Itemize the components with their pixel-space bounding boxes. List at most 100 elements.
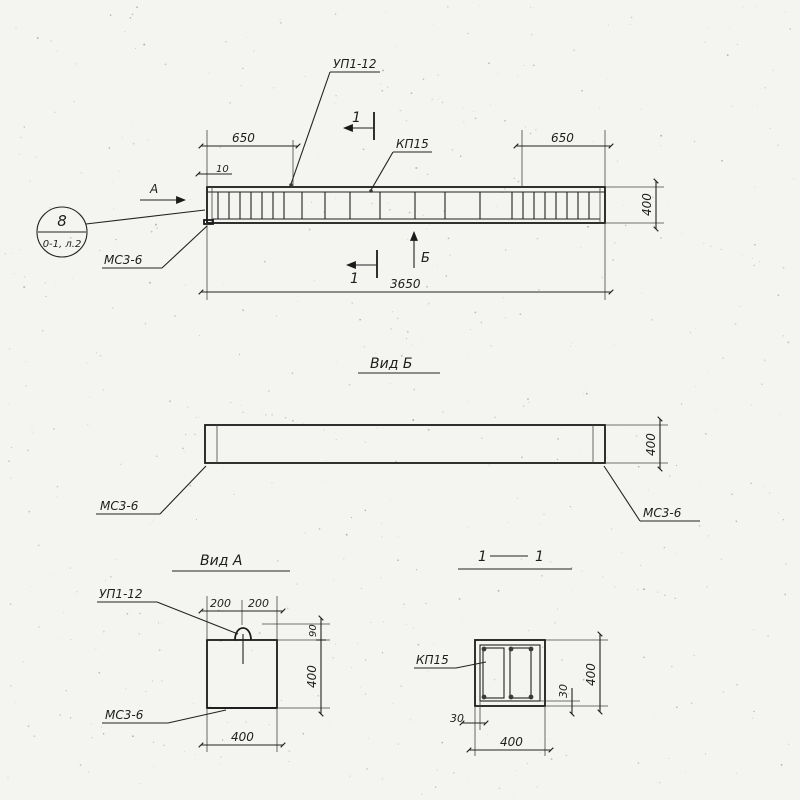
speck (364, 441, 367, 444)
speck (102, 630, 105, 633)
speck (8, 402, 10, 404)
speck (60, 132, 61, 133)
speck (277, 560, 279, 562)
leader-mse-view-a (167, 709, 227, 724)
speck (30, 586, 32, 587)
speck (208, 72, 210, 74)
view-b-label-mse-left: МС3-6 (100, 499, 139, 513)
speck (787, 341, 790, 344)
speck (263, 260, 266, 263)
speck (106, 620, 108, 622)
label-kp-top: КП15 (396, 137, 429, 151)
speck (364, 509, 367, 512)
speck (520, 456, 523, 459)
speck (335, 643, 337, 645)
speck (151, 680, 154, 682)
speck (95, 352, 97, 354)
speck (297, 300, 299, 303)
speck (403, 603, 405, 605)
speck (784, 593, 787, 596)
speck (579, 447, 581, 449)
speck (383, 621, 384, 623)
speck (317, 157, 319, 159)
speck (130, 122, 132, 124)
speck (524, 695, 525, 696)
speck (70, 639, 72, 641)
speck (354, 404, 356, 406)
speck (540, 558, 541, 559)
speck (722, 357, 724, 360)
speck (292, 420, 294, 422)
speck (664, 594, 666, 597)
speck (629, 572, 631, 573)
speck (637, 588, 639, 590)
speck (227, 722, 228, 724)
speck (554, 622, 556, 624)
speck (93, 263, 95, 265)
speck (392, 447, 393, 449)
speck (323, 153, 325, 155)
speck (397, 743, 399, 745)
detail-callout-leader (85, 209, 206, 225)
speck (9, 603, 12, 606)
speck (487, 733, 488, 735)
speck (706, 586, 708, 588)
speck (614, 242, 616, 244)
speck (147, 138, 150, 141)
speck (536, 237, 539, 240)
speck (729, 27, 731, 29)
speck (415, 167, 418, 169)
speck (441, 411, 444, 414)
speck (359, 686, 361, 689)
speck (772, 69, 775, 72)
speck (458, 597, 461, 600)
speck (4, 389, 6, 391)
speck (685, 454, 687, 456)
speck (764, 485, 766, 487)
speck (640, 108, 642, 110)
speck (524, 126, 527, 128)
speck (90, 723, 92, 725)
speck (561, 428, 562, 429)
rebar-dot (528, 646, 534, 652)
speck (279, 18, 281, 20)
speck (561, 16, 562, 17)
rebar-dot (508, 646, 514, 652)
speck (143, 43, 146, 46)
speck (431, 98, 433, 101)
speck (282, 281, 284, 282)
speck (470, 329, 472, 331)
speck (617, 160, 618, 162)
dim-10: 10 (216, 164, 229, 175)
speck (288, 761, 290, 762)
speck (221, 739, 224, 741)
speck (56, 50, 58, 52)
speck (410, 92, 413, 95)
speck (189, 631, 190, 633)
speck (433, 643, 435, 645)
speck (400, 89, 402, 91)
speck (436, 769, 438, 771)
speck (261, 377, 263, 378)
speck (404, 607, 406, 609)
speck (412, 419, 415, 422)
speck (73, 100, 76, 103)
speck (20, 273, 21, 274)
speck (504, 317, 507, 319)
speck (381, 536, 383, 538)
speck (559, 397, 560, 399)
leader-dot (289, 183, 293, 187)
speck (462, 622, 464, 624)
speck (736, 43, 739, 46)
speck (639, 564, 642, 567)
speck (488, 62, 490, 65)
speck (238, 353, 241, 356)
speck (409, 718, 412, 721)
speck (20, 136, 22, 138)
speck (482, 706, 484, 708)
section-1-1: 1 1 КП15 400 30 30 400 (414, 549, 608, 756)
speck (118, 170, 120, 172)
speck (700, 106, 702, 108)
speck (251, 649, 253, 651)
speck (734, 322, 737, 325)
